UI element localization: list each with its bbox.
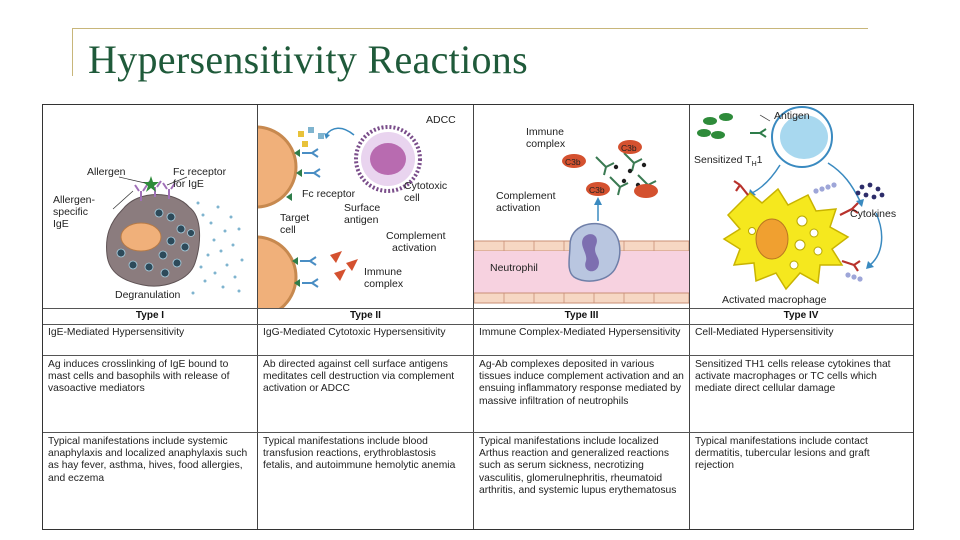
vessel-wall-bottom — [474, 292, 689, 304]
mast-cell-nucleus — [120, 222, 162, 252]
neutrophil-label: Neutrophil — [490, 262, 538, 274]
column-divider — [257, 105, 258, 529]
type1-label: Type I — [135, 310, 165, 321]
surface-antigen-label: Surface — [344, 202, 380, 214]
sensitized-sub: H — [752, 161, 757, 168]
immune-complex-label-2: complex — [364, 278, 404, 290]
row-divider — [43, 308, 913, 309]
antigen-label: Antigen — [774, 110, 810, 122]
title-accent-vertical — [72, 28, 73, 76]
c3b-label: C3b — [565, 157, 581, 167]
target-cell-top — [258, 125, 298, 209]
tcr-antibody — [750, 128, 767, 138]
type1-mechanism: Ag induces crosslinking of IgE bound to … — [48, 359, 230, 395]
type4-illustration: Antigen Sensitized TH1 Cytokines Activat… — [690, 105, 912, 308]
allergen-label: Allergen — [87, 166, 126, 178]
type1-name: IgE-Mediated Hypersensitivity — [48, 327, 185, 338]
type1-manifestations: Typical manifestations include systemic … — [48, 436, 248, 484]
allergen-icon — [143, 176, 159, 192]
specific-ige-label-2: specific — [53, 206, 88, 218]
macrophage-receptors — [733, 180, 861, 272]
sensitized-th1-label: Sensitized TH1 — [694, 154, 763, 168]
fc-receptor-label: Fc receptor — [302, 188, 356, 200]
type3-mechanism: Ag-Ab complexes deposited in various tis… — [479, 359, 684, 407]
antigen-particles — [697, 113, 733, 139]
specific-ige-label: Allergen- — [53, 194, 96, 206]
type3-name: Immune Complex-Mediated Hypersensitivity — [479, 327, 681, 338]
complement-activation-label-2: activation — [392, 242, 437, 254]
type4-label: Type IV — [783, 310, 819, 321]
sensitized-end: 1 — [757, 154, 763, 166]
surface-antigen-label-2: antigen — [344, 214, 379, 226]
cytokines-label: Cytokines — [850, 208, 896, 220]
specific-ige-label-3: IgE — [53, 218, 69, 230]
fc-receptor-label-2: for IgE — [173, 178, 204, 190]
neutrophil-nucleus — [582, 234, 599, 272]
column-divider — [689, 105, 690, 529]
complement-components — [330, 251, 358, 281]
c3b-label: C3b — [589, 185, 605, 195]
type2-manifestations: Typical manifestations include blood tra… — [263, 436, 456, 472]
target-cell-label-2: cell — [280, 224, 296, 236]
intracellular-granules — [116, 208, 195, 278]
cytotoxic-cell-label-2: cell — [404, 192, 420, 204]
surface-antigens — [286, 149, 302, 287]
type2-label: Type II — [350, 310, 381, 321]
antigens-dots — [613, 162, 647, 188]
type4-manifestations: Typical manifestations include contact d… — [695, 436, 870, 472]
row-divider — [43, 324, 913, 325]
complement-activation-label-2: activation — [496, 202, 541, 214]
cytokine-dots — [855, 182, 885, 200]
cytotoxic-cell-label: Cytotoxic — [404, 180, 447, 192]
antibodies — [300, 148, 321, 288]
target-cell-bottom — [258, 235, 298, 308]
type3-label: Type III — [564, 310, 599, 321]
type3-manifestations: Typical manifestations include localized… — [479, 436, 677, 496]
sensitized-text: Sensitized T — [694, 154, 752, 166]
type2-illustration: ADCC Fc receptor Cytotoxic cell Surface … — [258, 105, 473, 308]
complement-activation-label: Complement — [496, 190, 556, 202]
type4-name: Cell-Mediated Hypersensitivity — [695, 327, 834, 338]
cytotoxic-cell-nucleus — [370, 143, 406, 175]
slide-title: Hypersensitivity Reactions — [88, 37, 528, 82]
adcc-label: ADCC — [426, 114, 456, 126]
th1-cell-nucleus — [780, 115, 828, 159]
cytokine-chains — [813, 182, 863, 282]
activated-macrophage-label: Activated macrophage — [722, 294, 827, 306]
row-divider — [43, 355, 913, 356]
fc-receptor-label: Fc receptor — [173, 166, 227, 178]
immune-complex-label-2: complex — [526, 138, 566, 150]
immune-complex-label: Immune — [526, 126, 564, 138]
adcc-mediators — [298, 127, 324, 147]
hypersensitivity-figure: Allergen Fc receptor for IgE Allergen- s… — [42, 104, 914, 530]
column-divider — [473, 105, 474, 529]
macrophage-vacuoles — [748, 215, 823, 270]
target-cell-label: Target — [280, 212, 309, 224]
macrophage-nucleus — [755, 218, 789, 260]
type4-mechanism: Sensitized TH1 cells release cytokines t… — [695, 359, 891, 395]
type3-illustration: C3b C3b C3b Immune complex Complement ac… — [474, 105, 689, 308]
type1-illustration: Allergen Fc receptor for IgE Allergen- s… — [43, 105, 257, 308]
title-accent-horizontal — [72, 28, 868, 29]
type2-name: IgG-Mediated Cytotoxic Hypersensitivity — [263, 327, 446, 338]
degranulation-granules — [191, 201, 244, 295]
type2-mechanism: Ab directed against cell surface antigen… — [263, 359, 455, 395]
c3b-label: C3b — [621, 143, 637, 153]
immune-complex-antibodies — [595, 152, 657, 196]
c3b-molecules — [562, 140, 658, 198]
immune-complex-label: Immune — [364, 266, 402, 278]
row-divider — [43, 432, 913, 433]
degranulation-label: Degranulation — [115, 289, 181, 301]
complement-activation-label: Complement — [386, 230, 446, 242]
